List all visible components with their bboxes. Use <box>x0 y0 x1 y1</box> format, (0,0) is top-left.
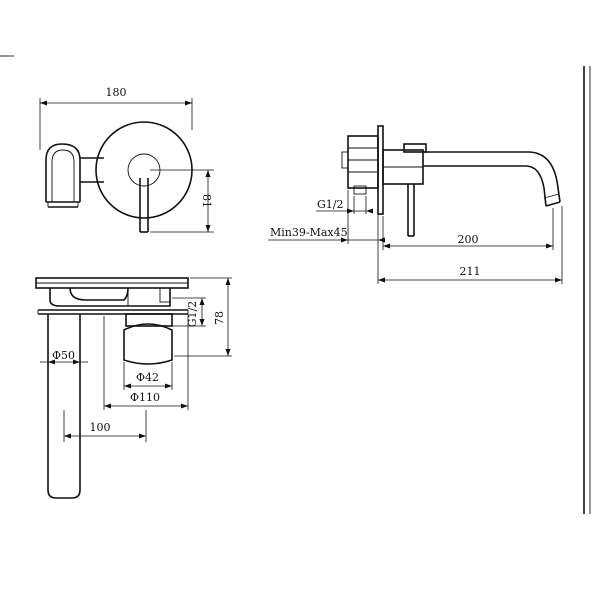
dimension-dia50: Φ50 <box>40 316 88 366</box>
dimension-label-dia42: Φ42 <box>136 371 159 384</box>
front-view <box>45 121 193 233</box>
dimension-100: 100 <box>63 410 147 442</box>
dimension-200: 200 <box>382 208 554 250</box>
dimension-180: 180 <box>39 86 193 150</box>
dimension-label-211: 211 <box>460 265 481 278</box>
dimension-211: 211 <box>377 206 563 284</box>
dimension-label-g12-side: G1/2 <box>317 198 344 211</box>
dimension-label-dia50: Φ50 <box>52 349 75 362</box>
dimension-g12-top: G1/2 <box>172 297 206 328</box>
dimension-81: 81 <box>150 169 214 233</box>
side-view <box>341 125 561 237</box>
dimension-label-78: 78 <box>213 311 226 325</box>
dimension-label-180: 180 <box>106 86 127 99</box>
dimension-label-wall-depth: Min39-Max45 <box>270 226 348 239</box>
top-view <box>35 277 189 499</box>
dimension-label-200: 200 <box>458 233 479 246</box>
dimension-label-g12-top: G1/2 <box>186 301 199 328</box>
dimension-g12-side: G1/2 <box>316 196 373 214</box>
dimension-dia42: Φ42 <box>123 362 173 390</box>
dimension-78: 78 <box>174 277 232 357</box>
dimension-label-81: 81 <box>200 194 213 208</box>
right-border <box>583 66 591 514</box>
dimension-wall-depth: Min39-Max45 <box>268 190 385 244</box>
dimension-dia110: Φ110 <box>103 316 189 410</box>
dimension-label-dia110: Φ110 <box>130 391 160 404</box>
dimension-label-100: 100 <box>90 421 111 434</box>
